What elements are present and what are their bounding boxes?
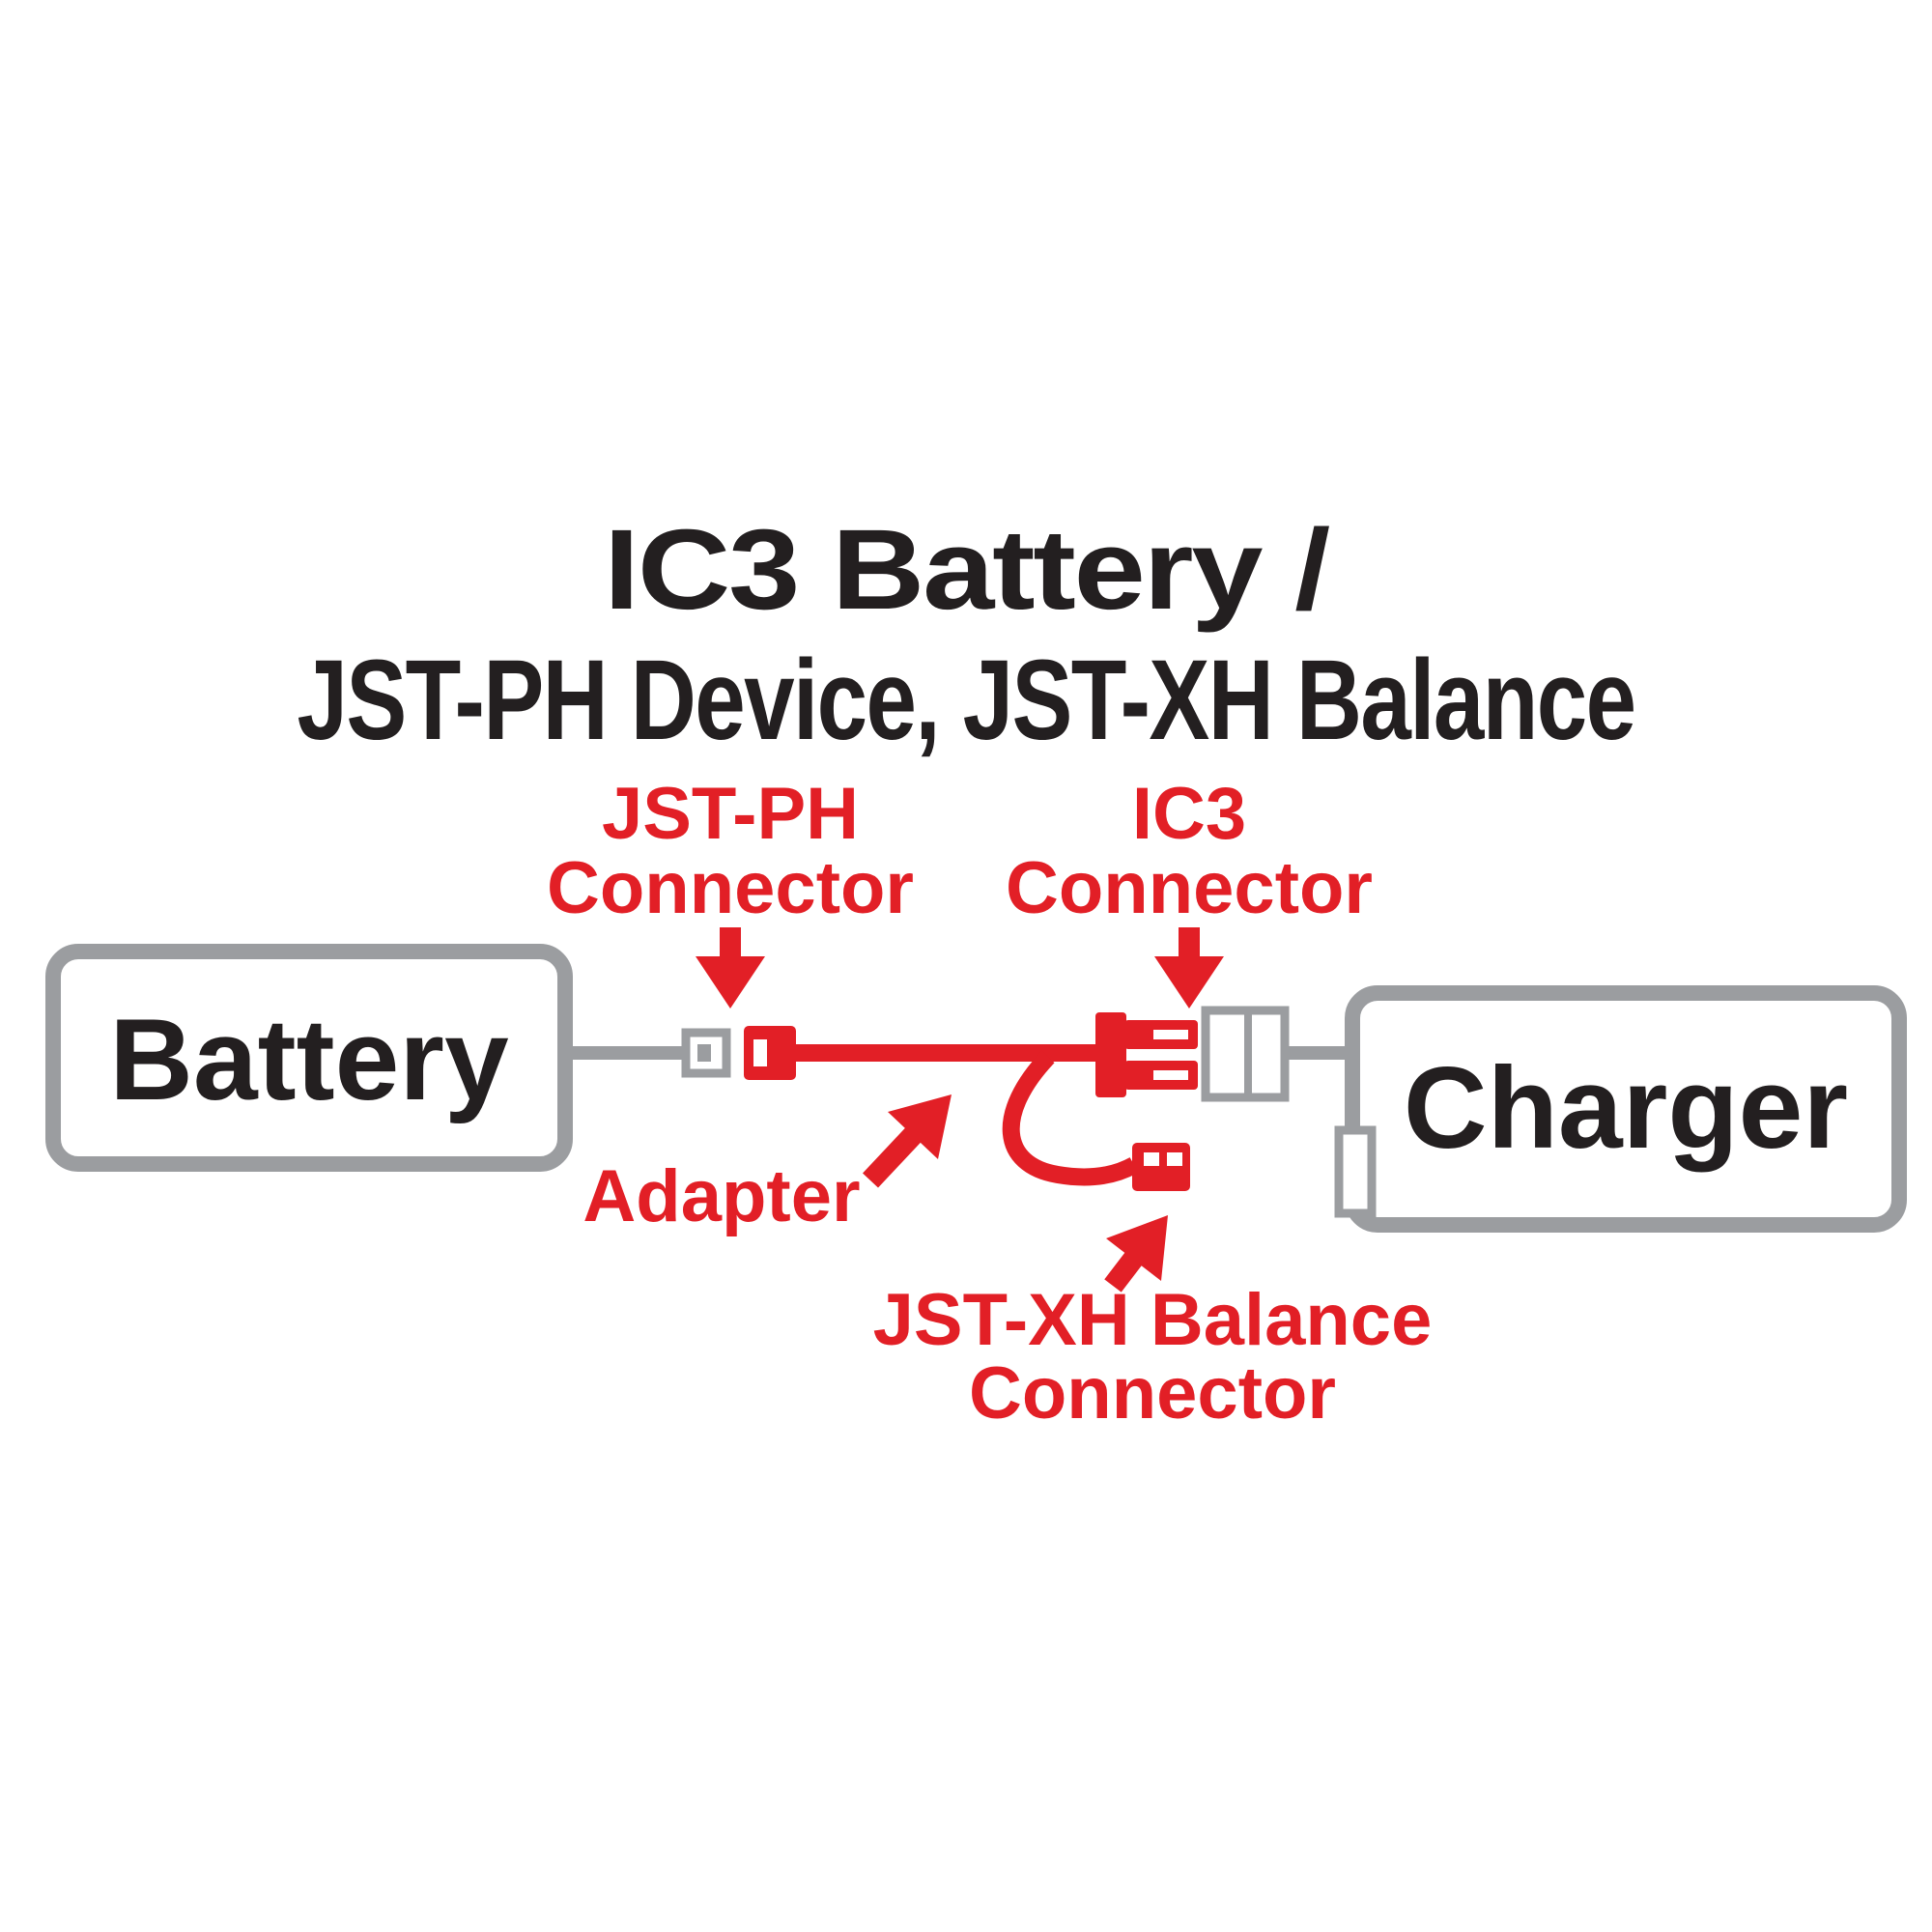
charger-device: Charger: [1345, 985, 1907, 1233]
ic3-receptacle: [1201, 1006, 1290, 1102]
ic3-callout-label: IC3: [1132, 773, 1246, 855]
title-line-2: JST-PH Device, JST-XH Balance: [298, 637, 1635, 764]
adapter-arrow-icon: [862, 1094, 952, 1188]
jst-ph-arrow-icon: [696, 927, 765, 1009]
jst-xh-callout-label: JST-XH Balance: [873, 1279, 1433, 1361]
jst-xh-callout-sublabel: Connector: [969, 1352, 1336, 1435]
charger-balance-port: [1334, 1125, 1377, 1218]
battery-device: Battery: [45, 944, 573, 1172]
balance-lead-wire: [1002, 1050, 1139, 1186]
ic3-connector: [1095, 1012, 1198, 1097]
jst-ph-callout-sublabel: Connector: [547, 847, 914, 929]
title-line-1: IC3 Battery /: [604, 506, 1329, 634]
adapter-callout-label: Adapter: [582, 1155, 860, 1237]
battery-label: Battery: [109, 995, 509, 1124]
charger-label: Charger: [1404, 1043, 1848, 1173]
jst-ph-callout-label: JST-PH: [602, 773, 859, 855]
jst-ph-receptacle: [681, 1028, 731, 1078]
ic3-callout-sublabel: Connector: [1006, 847, 1373, 929]
jst-xh-balance-connector: [1132, 1143, 1190, 1191]
jst-ph-connector: [744, 1026, 796, 1080]
ic3-arrow-icon: [1154, 927, 1224, 1009]
jst-xh-arrow-icon: [1104, 1215, 1168, 1293]
